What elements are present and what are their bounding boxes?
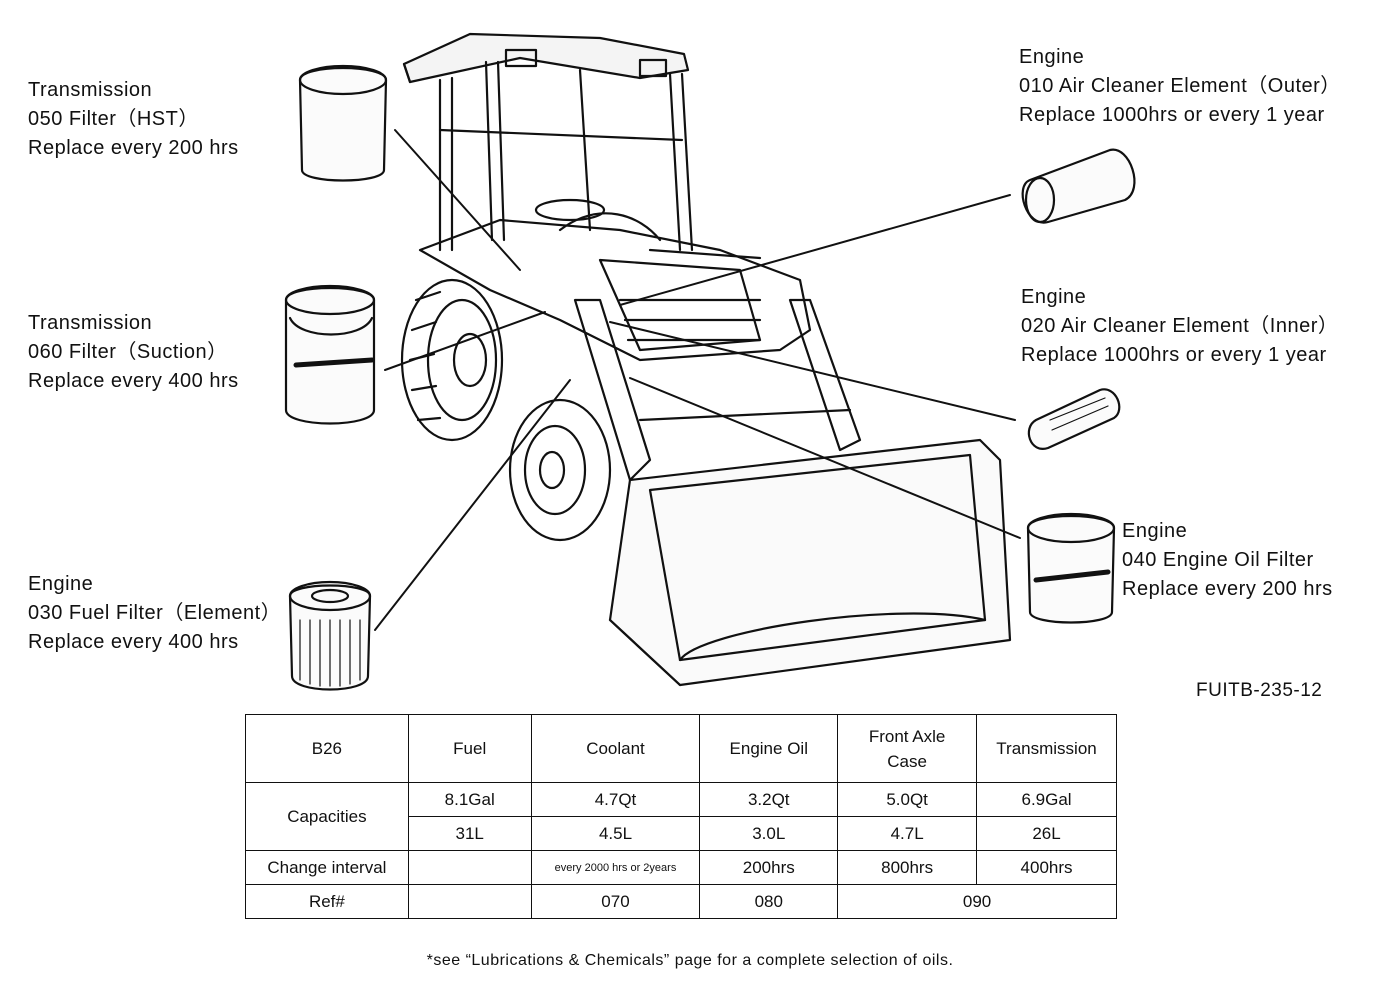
filter-050-image <box>298 64 388 182</box>
row-label-capacities: Capacities <box>245 782 409 851</box>
row-label-ref: Ref# <box>245 884 409 919</box>
loader-arms <box>573 298 862 482</box>
footnote: *see “Lubrications & Chemicals” page for… <box>426 952 954 969</box>
figure-code: FUITB-235-12 <box>1196 680 1323 701</box>
tractor-front-wheel <box>508 398 612 542</box>
cell-front-axle-capacity-us: 5.0Qt <box>837 782 978 817</box>
cell-coolant-capacity-us: 4.7Qt <box>530 782 701 817</box>
label-engine-010-category: Engine <box>1019 46 1085 68</box>
label-engine-020-interval: Replace 1000hrs or every 1 year <box>1021 344 1327 366</box>
tractor-canopy <box>402 32 694 252</box>
label-transmission-050-interval: Replace every 200 hrs <box>28 137 239 159</box>
filter-020-image <box>1027 388 1121 450</box>
cell-engine-oil-capacity-us: 3.2Qt <box>699 782 839 817</box>
label-engine-010: Engine 010 Air Cleaner Element（Outer） Re… <box>1019 43 1341 130</box>
label-engine-030-category: Engine <box>28 573 94 595</box>
cell-coolant-ref: 070 <box>530 884 701 919</box>
cell-fuel-ref <box>407 884 532 919</box>
cell-transmission-capacity-us: 6.9Gal <box>976 782 1117 817</box>
tractor-body <box>418 198 812 362</box>
label-engine-020-part: 020 Air Cleaner Element（Inner） <box>1021 315 1339 337</box>
cell-axle-transmission-ref: 090 <box>837 884 1117 919</box>
cell-transmission-interval: 400hrs <box>976 850 1117 885</box>
label-transmission-050-part: 050 Filter（HST） <box>28 108 199 130</box>
label-transmission-060: Transmission 060 Filter（Suction） Replace… <box>28 309 239 396</box>
label-engine-040-category: Engine <box>1122 520 1188 542</box>
table-header-row: B26 Fuel Coolant Engine Oil Front Axle C… <box>245 714 1117 783</box>
cell-engine-oil-ref: 080 <box>699 884 839 919</box>
header-engine-oil: Engine Oil <box>699 714 839 783</box>
cell-front-axle-capacity-l: 4.7L <box>837 816 978 851</box>
label-engine-040-part: 040 Engine Oil Filter <box>1122 549 1314 571</box>
cell-fuel-interval <box>407 850 532 885</box>
header-fuel: Fuel <box>407 714 532 783</box>
loader-bucket <box>608 438 1012 687</box>
cell-coolant-interval: every 2000 hrs or 2years <box>530 850 701 885</box>
cell-engine-oil-interval: 200hrs <box>699 850 839 885</box>
label-engine-030-interval: Replace every 400 hrs <box>28 631 239 653</box>
header-model: B26 <box>245 714 409 783</box>
label-engine-030: Engine 030 Fuel Filter（Element） Replace … <box>28 570 281 657</box>
tractor-rear-wheel <box>400 278 504 442</box>
label-engine-010-interval: Replace 1000hrs or every 1 year <box>1019 104 1325 126</box>
label-engine-010-part: 010 Air Cleaner Element（Outer） <box>1019 75 1341 97</box>
row-label-change-interval: Change interval <box>245 850 409 885</box>
table-row-capacities-gal: Capacities 8.1Gal 4.7Qt 3.2Qt 5.0Qt 6.9G… <box>245 782 1117 851</box>
label-transmission-060-part: 060 Filter（Suction） <box>28 341 228 363</box>
label-transmission-060-category: Transmission <box>28 312 153 334</box>
cell-fuel-capacity-us: 8.1Gal <box>407 782 532 817</box>
filter-010-image <box>1021 148 1136 224</box>
table-row-change-interval: Change interval every 2000 hrs or 2years… <box>245 850 1117 885</box>
label-transmission-060-interval: Replace every 400 hrs <box>28 370 239 392</box>
header-coolant: Coolant <box>530 714 701 783</box>
label-engine-040-interval: Replace every 200 hrs <box>1122 578 1333 600</box>
filter-030-image <box>288 580 372 691</box>
leader-lines <box>374 129 1021 631</box>
table-row-capacities-l: 31L 4.5L 3.0L 4.7L 26L <box>246 816 1117 851</box>
label-engine-040: Engine 040 Engine Oil Filter Replace eve… <box>1122 517 1333 604</box>
table-row-ref: Ref# 070 080 090 <box>245 884 1117 919</box>
capacities-table: B26 Fuel Coolant Engine Oil Front Axle C… <box>245 714 1117 919</box>
label-engine-020: Engine 020 Air Cleaner Element（Inner） Re… <box>1021 283 1338 370</box>
filter-060-image <box>284 284 376 425</box>
cell-front-axle-interval: 800hrs <box>837 850 978 885</box>
header-transmission: Transmission <box>976 714 1117 783</box>
header-front-axle-case: Front Axle Case <box>837 714 978 783</box>
cell-engine-oil-capacity-l: 3.0L <box>699 816 839 851</box>
cell-fuel-capacity-l: 31L <box>407 816 532 851</box>
label-transmission-050: Transmission 050 Filter（HST） Replace eve… <box>28 76 239 163</box>
label-engine-020-category: Engine <box>1021 286 1087 308</box>
filter-040-image <box>1026 512 1116 624</box>
label-engine-030-part: 030 Fuel Filter（Element） <box>28 602 282 624</box>
cell-coolant-capacity-l: 4.5L <box>530 816 701 851</box>
label-transmission-050-category: Transmission <box>28 79 153 101</box>
cell-transmission-capacity-l: 26L <box>976 816 1117 851</box>
